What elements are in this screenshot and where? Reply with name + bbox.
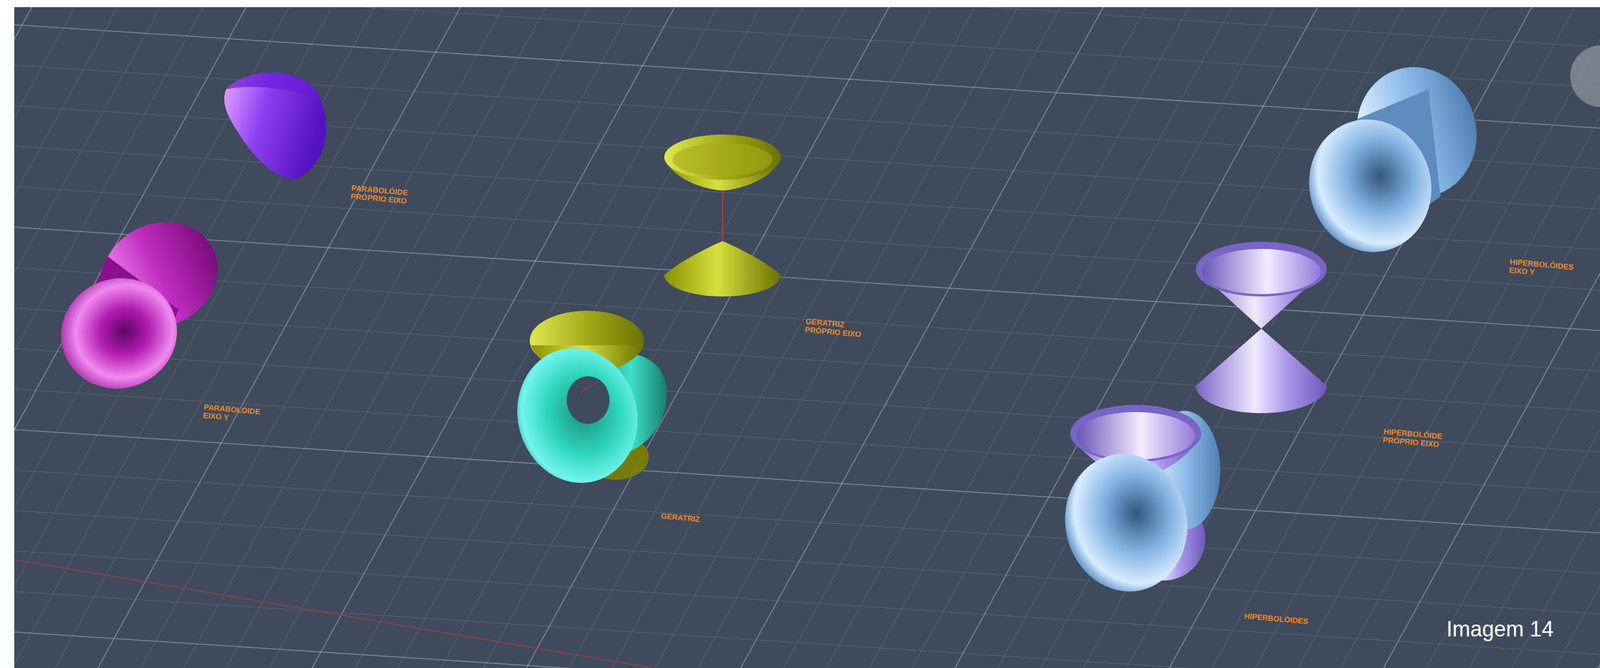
grid-line <box>14 347 1600 453</box>
render-scene <box>14 7 1600 668</box>
grid-line <box>1295 7 1600 668</box>
surface-label: HIPERBOLÓIDE PRÓPRIO EIXO <box>1382 427 1451 450</box>
grid-line <box>14 7 1600 48</box>
hyperboloid-shape <box>1052 404 1221 603</box>
grid-line <box>1466 7 1600 668</box>
paraboloid-shape <box>45 203 236 405</box>
surface-label: GERATRIZ <box>660 511 700 524</box>
grid-line <box>1038 7 1408 668</box>
grid-line <box>14 7 208 668</box>
paraboloid-shape <box>224 72 327 179</box>
grid-line <box>14 469 1600 574</box>
grid-line <box>14 307 1600 412</box>
grid-line <box>1509 7 1600 668</box>
grid-line <box>14 7 36 668</box>
surface-label: GERATRIZ PRÓPRIO EIXO <box>804 317 872 340</box>
surface-label: HIPERBOLÓIDES EIXO Y <box>1508 257 1577 281</box>
grid-line <box>180 7 550 668</box>
grid-line <box>138 7 508 668</box>
grid-line <box>309 7 679 668</box>
grid-line <box>395 7 765 668</box>
grid-line <box>866 7 1236 668</box>
grid-line <box>14 428 1600 534</box>
grid-line <box>609 7 979 668</box>
grid-line <box>995 7 1365 668</box>
ground-grid <box>14 7 1600 668</box>
grid-line <box>14 630 1600 668</box>
hyperboloid-shape <box>1294 53 1492 267</box>
surface-label: PARABOLÓIDE PRÓPRIO EIXO <box>350 183 418 207</box>
grid-line <box>1166 7 1536 668</box>
grid-line <box>14 7 250 668</box>
generatrix-shape <box>502 310 667 497</box>
grid-line <box>14 509 1600 615</box>
surface-label: HIPERBOLÓIDES <box>1244 611 1309 627</box>
grid-line <box>14 7 336 668</box>
view-cube <box>1570 45 1600 108</box>
grid-line <box>523 7 893 668</box>
grid-line <box>14 266 1600 372</box>
axis-line <box>14 559 653 668</box>
grid-line <box>352 7 722 668</box>
grid-line <box>1552 7 1600 668</box>
surface-label: PARABOLÓIDE EIXO Y <box>202 402 270 426</box>
hyperboloid-shape <box>1195 241 1327 414</box>
viewport: PARABOLÓIDE PRÓPRIO EIXO PARABOLÓIDE EIXO… <box>14 7 1600 668</box>
grid-line <box>1338 7 1600 668</box>
grid-line <box>14 550 1600 655</box>
grid-line <box>738 7 1108 668</box>
grid-line <box>652 7 1022 668</box>
grid-line <box>14 388 1600 493</box>
grid-line <box>438 7 808 668</box>
grid-line <box>1252 7 1600 668</box>
generatrix-shape <box>664 134 781 297</box>
figure-caption: Imagem 14 <box>1446 616 1554 642</box>
